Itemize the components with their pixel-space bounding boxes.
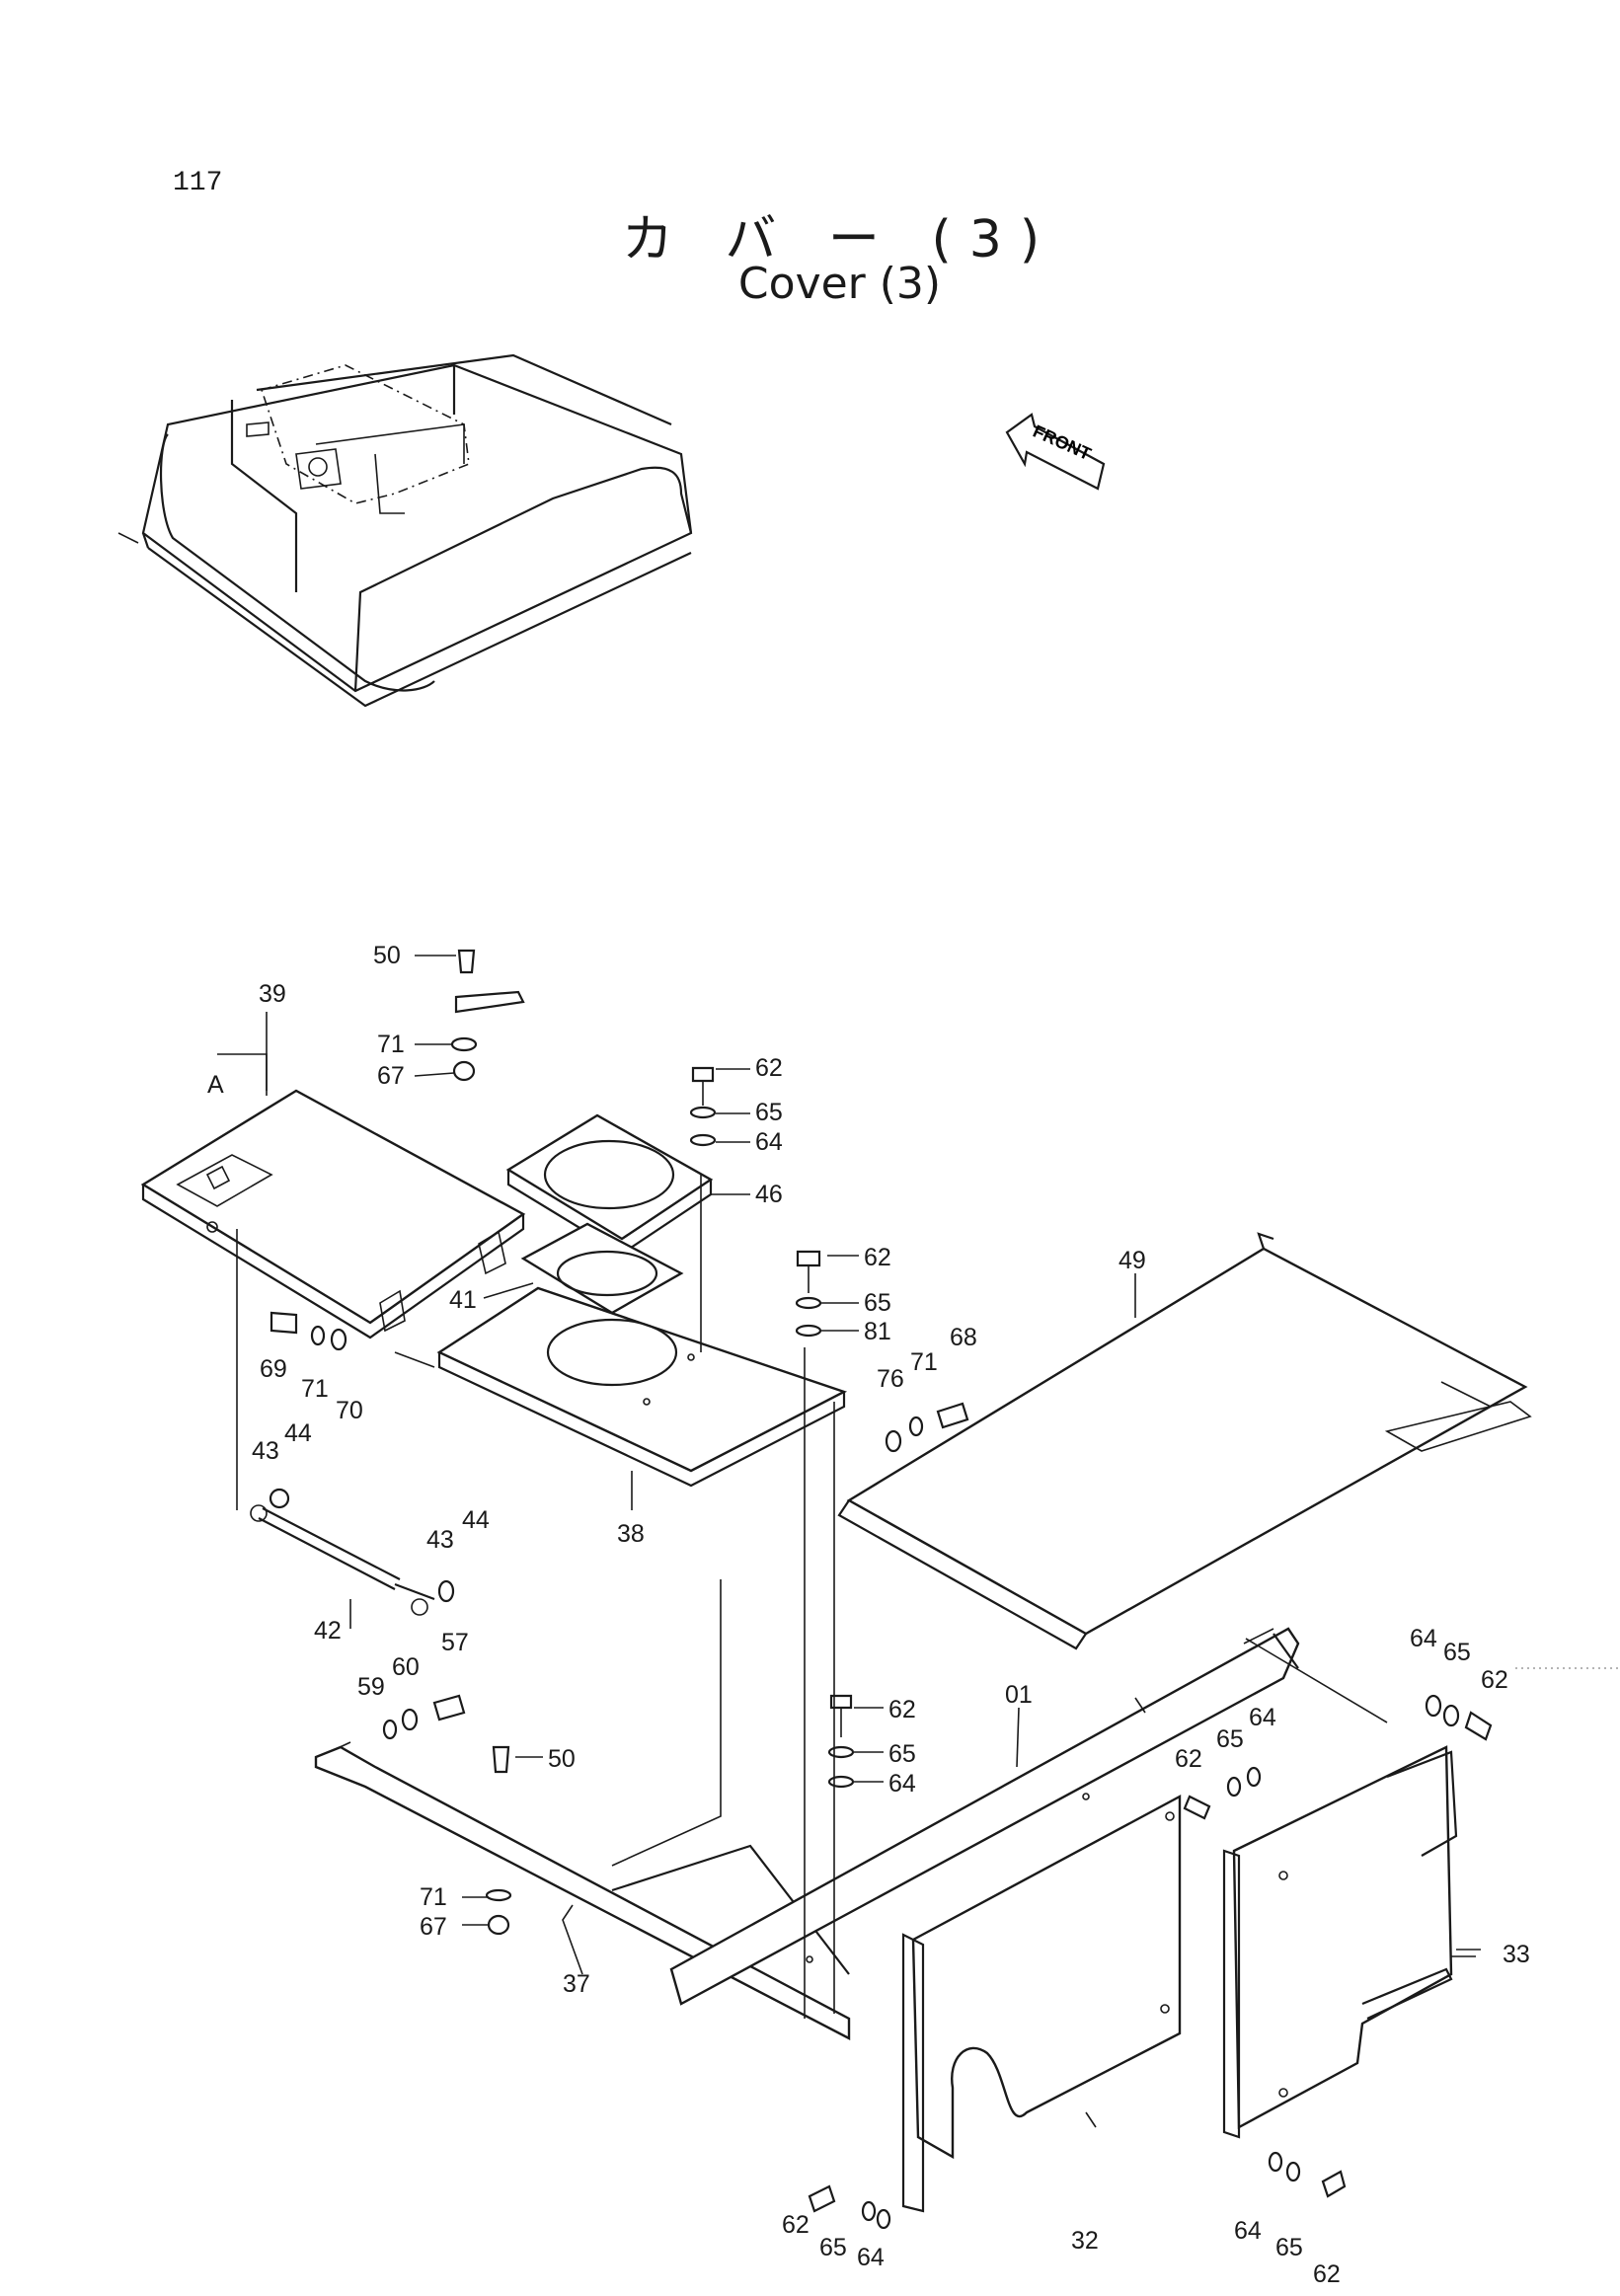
callout-49: 49 (1119, 1247, 1146, 1274)
callout-62: 62 (1175, 1745, 1202, 1773)
leader-lines (217, 955, 1481, 2128)
callout-43: 43 (252, 1437, 279, 1465)
callout-70: 70 (336, 1397, 363, 1424)
callout-44: 44 (284, 1419, 312, 1447)
part-41-gasket (520, 1222, 684, 1315)
callout-62: 62 (782, 2211, 810, 2239)
page-number: 117 (173, 168, 223, 198)
page-title-english: Cover (3) (737, 259, 942, 309)
callout-65: 65 (1443, 1639, 1471, 1666)
callout-71: 71 (377, 1031, 405, 1058)
callout-44: 44 (462, 1506, 490, 1534)
callout-41: 41 (449, 1286, 477, 1314)
part-38-plate (436, 1286, 848, 1488)
callout-labels: 50 39 71 67 A 62 65 64 46 41 69 71 70 62… (207, 942, 1530, 2288)
callout-62: 62 (1313, 2260, 1341, 2288)
callout-64: 64 (1234, 2217, 1262, 2245)
part-42-gas-spring (250, 1504, 435, 1616)
callout-64: 64 (755, 1128, 783, 1156)
callout-43: 43 (426, 1526, 454, 1554)
part-32-side-panel (901, 1794, 1182, 2213)
callout-62: 62 (1481, 1666, 1508, 1694)
callout-62: 62 (888, 1696, 916, 1723)
part-46-plate (505, 1113, 714, 1256)
callout-65: 65 (864, 1289, 891, 1317)
callout-81: 81 (864, 1318, 891, 1345)
callout-57: 57 (441, 1629, 469, 1656)
callout-65: 65 (888, 1740, 916, 1768)
callout-68: 68 (950, 1324, 977, 1351)
machine-overview-sketch (117, 353, 693, 708)
callout-60: 60 (392, 1653, 420, 1681)
callout-64: 64 (1249, 1704, 1276, 1731)
callout-33: 33 (1503, 1941, 1530, 1968)
callout-50: 50 (548, 1745, 576, 1773)
callout-50: 50 (373, 942, 401, 969)
callout-01: 01 (1005, 1681, 1033, 1709)
front-direction-arrow: FRONT (1005, 413, 1106, 491)
callout-37: 37 (563, 1970, 590, 1998)
callout-46: 46 (755, 1181, 783, 1208)
part-39-cover-lid (140, 1089, 526, 1339)
callout-71: 71 (420, 1883, 447, 1911)
callout-42: 42 (314, 1617, 342, 1645)
callout-64: 64 (1410, 1625, 1437, 1652)
callout-59: 59 (357, 1673, 385, 1701)
part-49-large-cover (837, 1232, 1532, 1650)
callout-71: 71 (910, 1348, 938, 1376)
callout-64: 64 (857, 2244, 885, 2271)
callout-62: 62 (755, 1054, 783, 1082)
callout-65: 65 (819, 2234, 847, 2261)
callout-62: 62 (864, 1244, 891, 1271)
part-33-side-panel (1222, 1745, 1458, 2139)
callout-65: 65 (755, 1099, 783, 1126)
part-01-rail (669, 1627, 1300, 2006)
callout-65: 65 (1216, 1725, 1244, 1753)
callout-38: 38 (617, 1520, 645, 1548)
callout-32: 32 (1071, 2227, 1099, 2255)
callout-64: 64 (888, 1770, 916, 1798)
callout-65: 65 (1275, 2234, 1303, 2261)
callout-67: 67 (377, 1062, 405, 1090)
callout-69: 69 (260, 1355, 287, 1383)
callout-67: 67 (420, 1913, 447, 1941)
callout-39: 39 (259, 980, 286, 1008)
callout-71: 71 (301, 1375, 329, 1403)
fasteners (269, 949, 1493, 2230)
callout-76: 76 (877, 1365, 904, 1393)
page-title-japanese: カ バ ー (3) (621, 210, 1058, 269)
view-marker-a: A (207, 1071, 224, 1099)
